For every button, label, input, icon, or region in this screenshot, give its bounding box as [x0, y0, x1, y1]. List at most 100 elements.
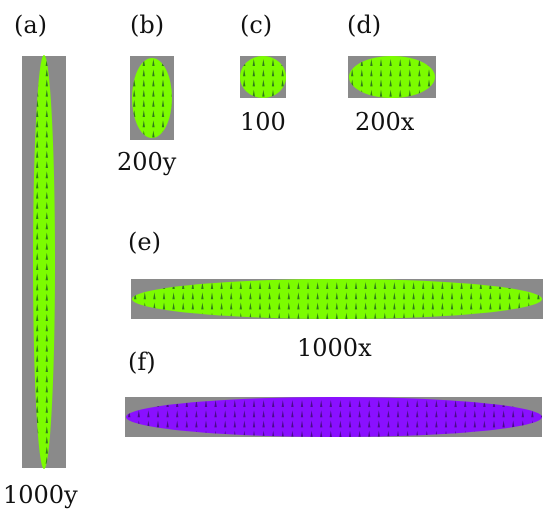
up-arrow-icon: [220, 302, 223, 310]
up-arrow-icon: [36, 334, 39, 342]
up-arrow-icon: [45, 446, 48, 454]
up-arrow-icon: [268, 312, 271, 319]
up-arrow-icon: [379, 89, 383, 97]
up-arrow-icon: [252, 420, 256, 428]
up-arrow-icon: [36, 283, 39, 291]
up-arrow-icon: [161, 120, 165, 128]
up-arrow-icon: [316, 282, 319, 289]
up-arrow-icon: [252, 69, 255, 77]
panel-c-ellipse: [240, 56, 286, 98]
up-arrow-icon: [45, 79, 48, 87]
up-arrow-icon: [300, 400, 304, 407]
up-arrow-icon: [387, 430, 390, 437]
up-arrow-icon: [425, 410, 428, 418]
up-arrow-icon: [171, 141, 173, 148]
up-arrow-icon: [45, 110, 48, 117]
panel-d-ellipse: [349, 56, 435, 98]
up-arrow-icon: [320, 430, 323, 437]
up-arrow-icon: [412, 282, 415, 289]
up-arrow-icon: [441, 302, 444, 310]
up-arrow-icon: [36, 222, 39, 230]
up-arrow-icon: [396, 410, 400, 418]
up-arrow-icon: [185, 400, 188, 407]
up-arrow-icon: [402, 302, 406, 310]
up-arrow-icon: [387, 420, 390, 428]
up-arrow-icon: [387, 410, 390, 418]
up-arrow-icon: [239, 302, 242, 310]
up-arrow-icon: [45, 181, 48, 189]
up-arrow-icon: [268, 292, 271, 300]
up-arrow-icon: [152, 110, 155, 117]
up-arrow-icon: [230, 292, 233, 300]
up-arrow-icon: [396, 400, 400, 407]
up-arrow-icon: [161, 110, 165, 117]
up-arrow-icon: [45, 324, 48, 332]
up-arrow-icon: [172, 292, 175, 300]
up-arrow-icon: [393, 292, 396, 300]
panel-a-ellipse: [33, 55, 55, 469]
up-arrow-icon: [271, 89, 275, 97]
up-arrow-icon: [320, 400, 323, 407]
up-arrow-icon: [393, 312, 396, 319]
up-arrow-icon: [422, 282, 425, 289]
up-arrow-icon: [36, 303, 39, 311]
up-arrow-icon: [45, 130, 48, 138]
up-arrow-icon: [191, 282, 194, 289]
up-arrow-icon: [252, 59, 255, 66]
up-arrow-icon: [162, 292, 166, 300]
up-arrow-icon: [210, 292, 214, 300]
panel-b-ellipse: [132, 58, 172, 138]
panel-b-caption: 200y: [117, 148, 177, 176]
up-arrow-icon: [368, 400, 371, 407]
up-arrow-icon: [431, 302, 434, 310]
up-arrow-icon: [45, 303, 48, 311]
up-arrow-icon: [408, 79, 411, 87]
up-arrow-icon: [195, 410, 198, 418]
up-arrow-icon: [450, 292, 454, 300]
up-arrow-icon: [185, 420, 188, 428]
up-arrow-icon: [310, 430, 313, 437]
up-arrow-icon: [399, 89, 402, 97]
up-arrow-icon: [508, 292, 511, 300]
up-arrow-icon: [408, 89, 411, 97]
up-arrow-icon: [399, 69, 402, 77]
up-arrow-icon: [36, 232, 39, 240]
up-arrow-icon: [320, 420, 323, 428]
up-arrow-icon: [166, 410, 169, 418]
up-arrow-icon: [252, 400, 256, 407]
up-arrow-icon: [354, 302, 358, 310]
up-arrow-icon: [406, 420, 409, 428]
up-arrow-icon: [339, 430, 342, 437]
up-arrow-icon: [176, 410, 179, 418]
up-arrow-icon: [224, 400, 227, 407]
up-arrow-icon: [161, 99, 165, 107]
panel-e-caption: 1000x: [297, 334, 372, 362]
up-arrow-icon: [36, 385, 39, 393]
up-arrow-icon: [45, 344, 48, 352]
panel-a: (a) 1000y: [3, 11, 78, 509]
up-arrow-icon: [512, 410, 515, 418]
up-arrow-icon: [147, 410, 150, 418]
up-arrow-icon: [210, 302, 214, 310]
up-arrow-icon: [45, 89, 48, 97]
up-arrow-icon: [473, 410, 476, 418]
up-arrow-icon: [204, 420, 208, 428]
up-arrow-icon: [416, 410, 419, 418]
up-arrow-icon: [351, 69, 354, 77]
up-arrow-icon: [368, 430, 371, 437]
up-arrow-icon: [473, 400, 476, 407]
panel-a-caption: 1000y: [3, 481, 78, 509]
up-arrow-icon: [306, 312, 310, 319]
up-arrow-icon: [316, 292, 319, 300]
up-arrow-icon: [345, 292, 348, 300]
up-arrow-icon: [464, 420, 467, 428]
up-arrow-icon: [45, 171, 48, 179]
up-arrow-icon: [36, 395, 39, 403]
up-arrow-icon: [142, 99, 145, 107]
up-arrow-icon: [527, 292, 530, 300]
up-arrow-icon: [137, 410, 140, 418]
up-arrow-icon: [370, 59, 373, 66]
up-arrow-icon: [370, 69, 373, 77]
up-arrow-icon: [389, 89, 392, 97]
up-arrow-icon: [326, 282, 329, 289]
